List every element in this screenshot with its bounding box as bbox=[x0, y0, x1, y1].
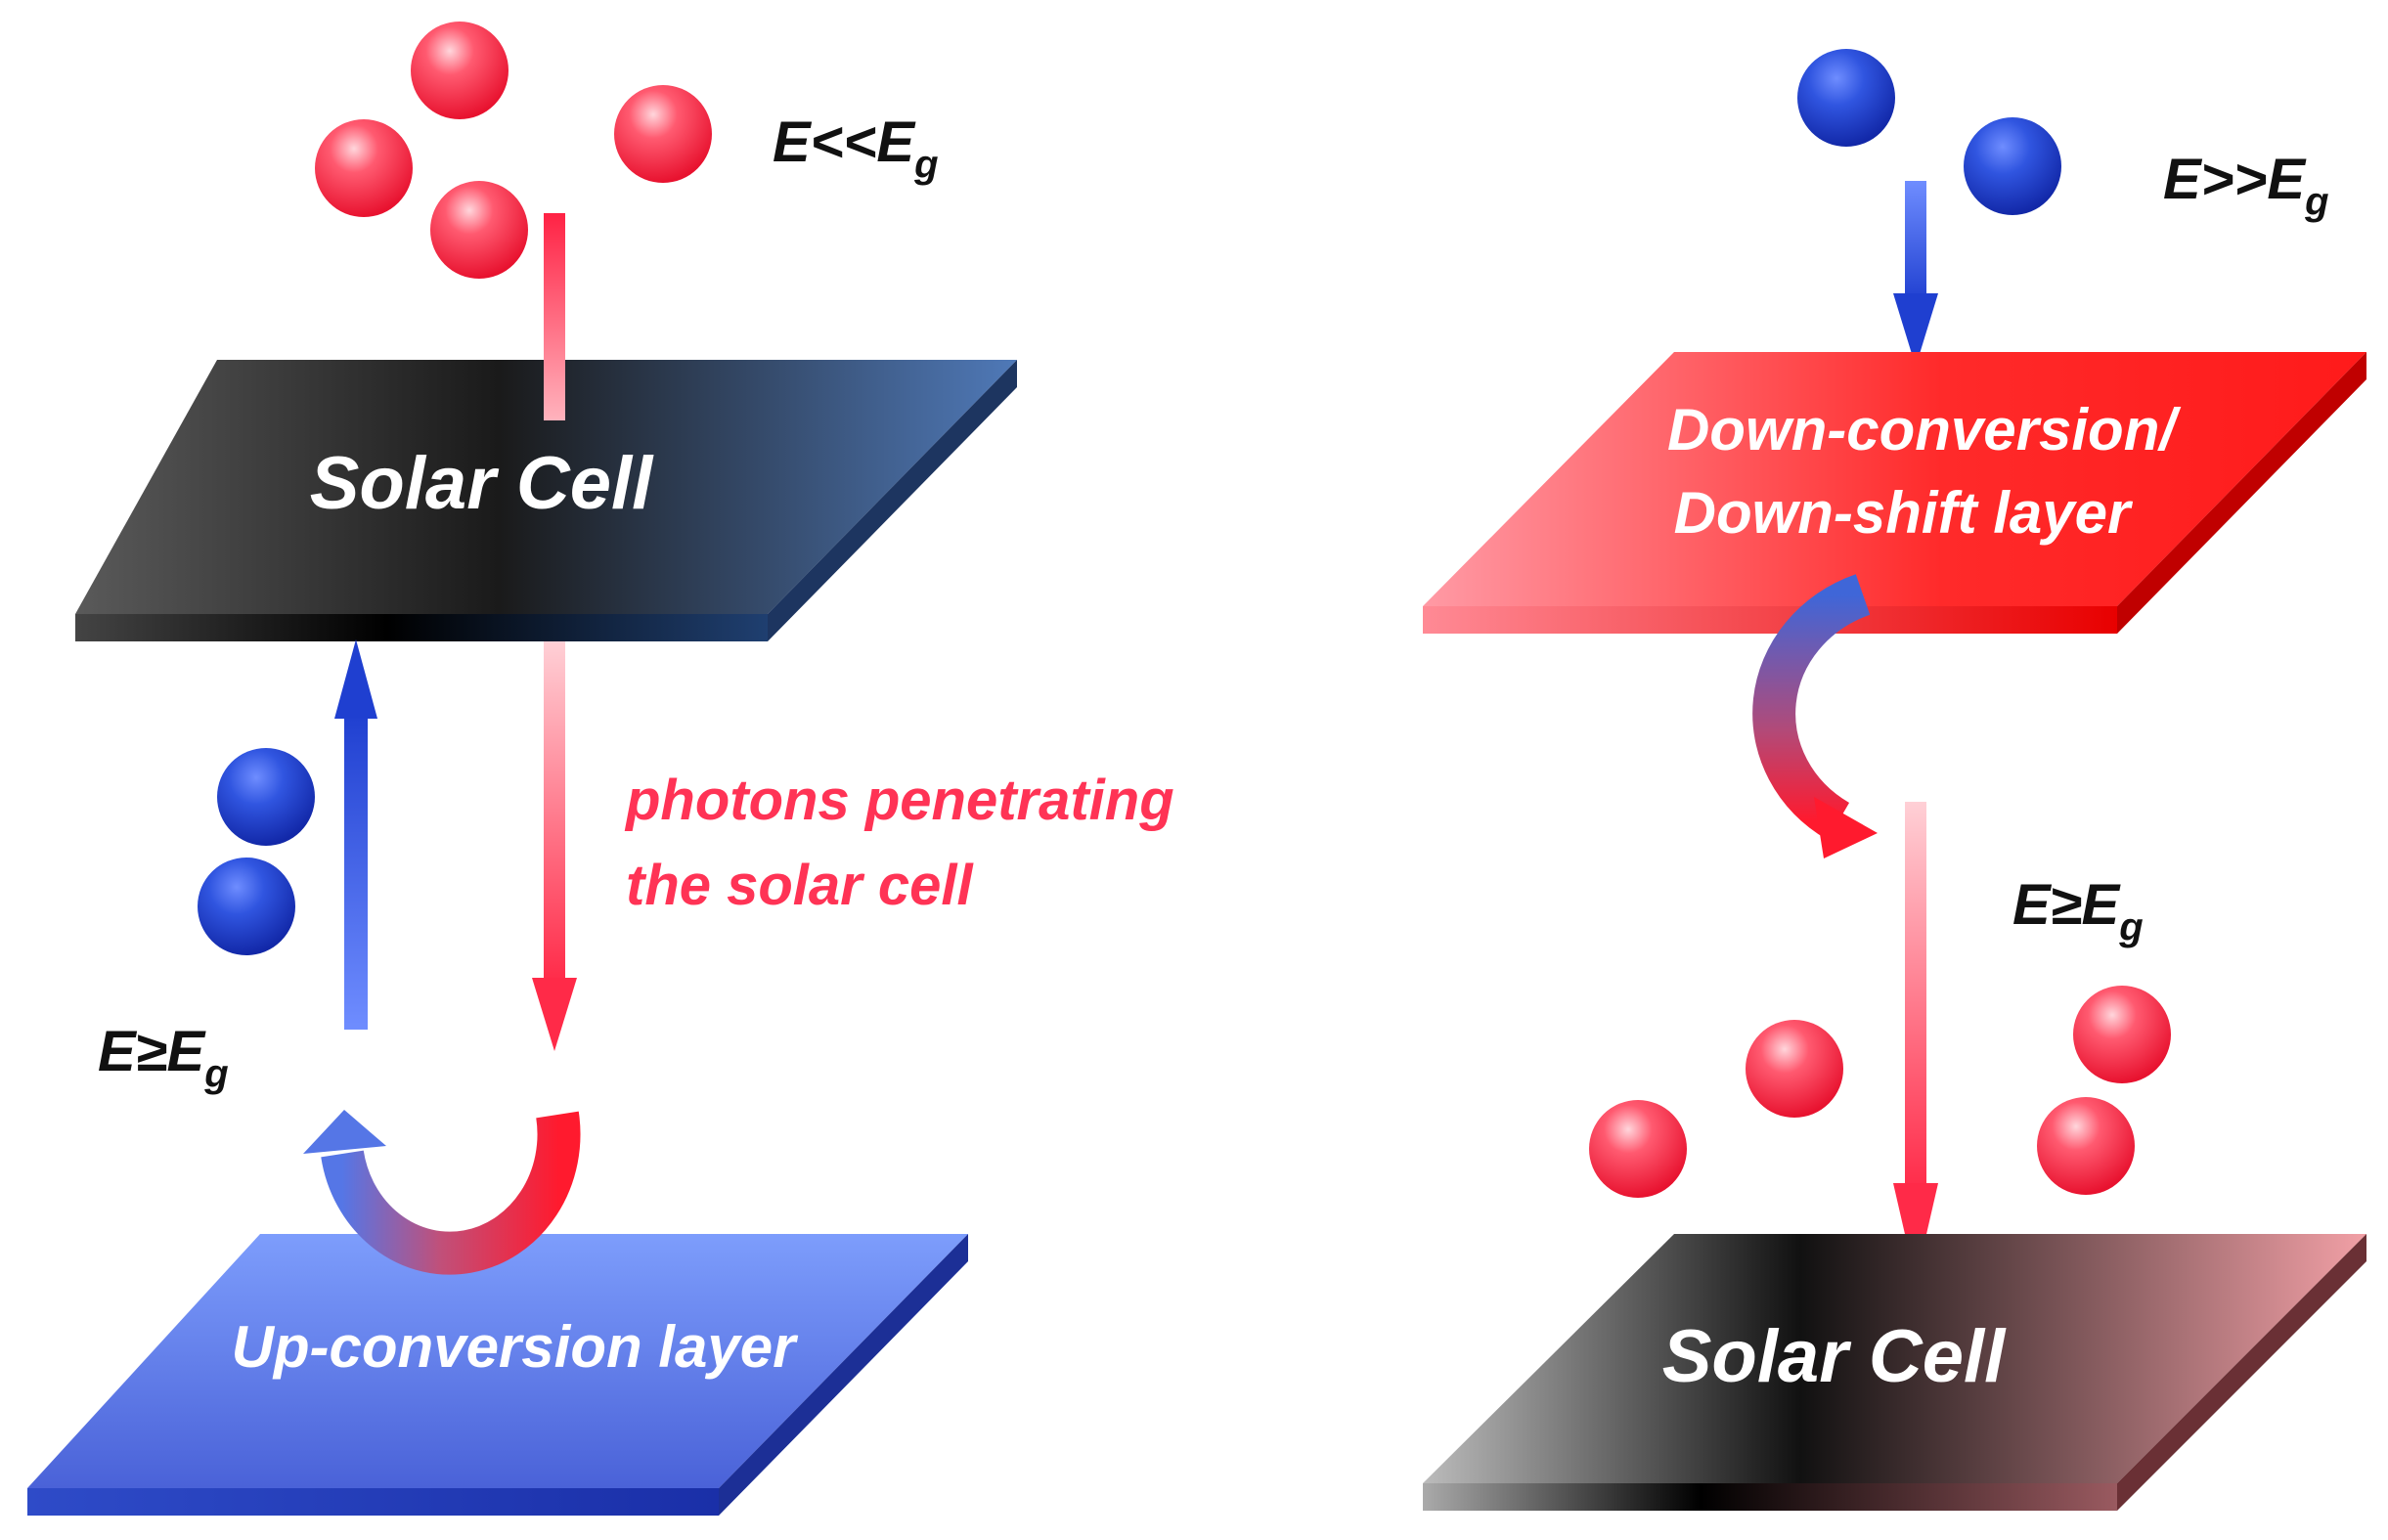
emitted-blue-photons bbox=[198, 748, 315, 955]
penetration-note-line1: photons penetrating bbox=[624, 769, 1174, 832]
incident-red-photons bbox=[315, 22, 712, 279]
blue-photon bbox=[1964, 117, 2061, 215]
emitted-red-arrow bbox=[1893, 802, 1938, 1281]
up-conversion-curved-arrow bbox=[303, 1110, 581, 1275]
right-panel: E>>Eg Down-conversion/ Down-shift layer … bbox=[1423, 49, 2366, 1511]
emitted-red-photons bbox=[1589, 986, 2171, 1198]
down-conversion-layer-plate bbox=[1423, 352, 2366, 634]
up-conversion-layer-label: Up-conversion layer bbox=[232, 1314, 800, 1380]
down-conversion-label-line1: Down-conversion/ bbox=[1667, 397, 2181, 462]
red-photon bbox=[1589, 1100, 1687, 1198]
incident-blue-arrow bbox=[1893, 181, 1938, 367]
red-photon bbox=[2073, 986, 2171, 1083]
blue-photon bbox=[217, 748, 315, 846]
blue-photon bbox=[198, 858, 295, 955]
penetration-note-line2: the solar cell bbox=[626, 854, 974, 917]
emitted-energy-label-right: E≥Eg bbox=[2012, 873, 2144, 948]
red-photon bbox=[2037, 1097, 2135, 1195]
left-panel: E<<Eg Solar Cell photons penetrating the… bbox=[27, 22, 1174, 1516]
emitted-energy-label-left: E≥Eg bbox=[98, 1020, 229, 1095]
incident-energy-label-right: E>>Eg bbox=[2163, 148, 2329, 223]
down-conversion-label-line2: Down-shift layer bbox=[1674, 480, 2134, 546]
red-photon bbox=[411, 22, 509, 119]
solar-cell-plate-top bbox=[75, 360, 1017, 641]
incident-energy-label: E<<Eg bbox=[773, 110, 939, 186]
incident-blue-photons bbox=[1797, 49, 2061, 215]
red-photon bbox=[430, 181, 528, 279]
blue-photon bbox=[1797, 49, 1895, 147]
red-photon bbox=[1746, 1020, 1843, 1118]
incident-red-shaft bbox=[544, 213, 565, 420]
solar-cell-plate-bottom bbox=[1423, 1234, 2366, 1511]
red-photon bbox=[614, 85, 712, 183]
down-conversion-curved-arrow bbox=[1752, 574, 1878, 858]
solar-cell-label-left: Solar Cell bbox=[310, 442, 654, 525]
up-conversion-layer-plate bbox=[27, 1234, 968, 1516]
solar-cell-label-right: Solar Cell bbox=[1662, 1315, 2007, 1398]
blue-up-arrow bbox=[334, 639, 377, 1030]
penetrating-red-arrow bbox=[532, 641, 577, 1051]
red-photon bbox=[315, 119, 413, 217]
